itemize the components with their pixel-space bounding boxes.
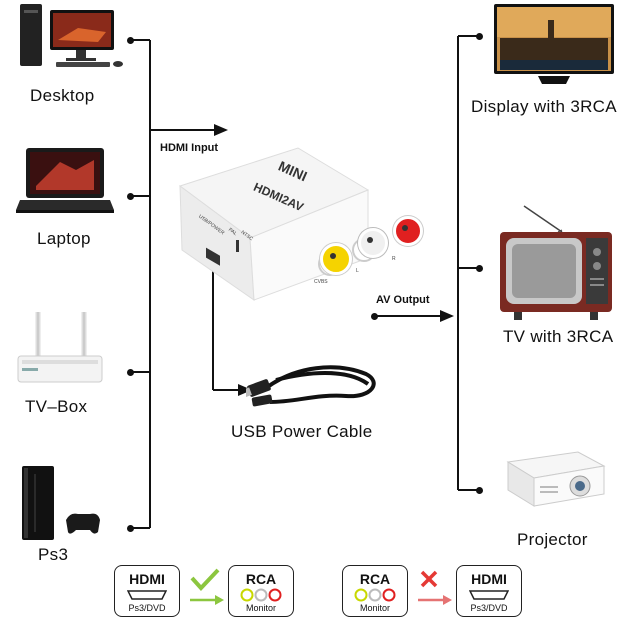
rca-ports-icon: [354, 588, 396, 602]
junction-dot: [476, 487, 483, 494]
junction-dot: [127, 193, 134, 200]
hdmi-port-icon: [469, 590, 509, 600]
legend-rca-sub-2: Monitor: [359, 603, 390, 613]
rca-pin: [330, 253, 336, 259]
rca-pin: [402, 225, 408, 231]
source-label-desktop: Desktop: [30, 86, 95, 105]
rca-yellow-jack: [320, 243, 352, 275]
port-l-label: L: [356, 268, 359, 274]
rca-white-jack: [358, 228, 388, 258]
legend-hdmi-badge-2: HDMI Ps3/DVD: [456, 565, 522, 617]
desktop-icon: [20, 4, 123, 67]
port-cvbs-label: CVBS: [314, 279, 328, 285]
legend-hdmi-sub: Ps3/DVD: [128, 603, 166, 613]
legend-rca-badge: RCA Monitor: [228, 565, 294, 617]
rca-ports-icon: [240, 588, 282, 602]
rca-red-jack: [393, 216, 423, 246]
tv-icon: [500, 205, 612, 320]
rca-pin: [367, 237, 373, 243]
usb-cable-icon: [246, 365, 376, 407]
hdmi-port-icon: [127, 590, 167, 600]
legend-hdmi-badge: HDMI Ps3/DVD: [114, 565, 180, 617]
output-label-projector: Projector: [517, 530, 588, 549]
port-r-label: R: [392, 256, 396, 262]
tv-box-icon: [17, 312, 103, 383]
display-icon: [494, 4, 614, 84]
output-label-display: Display with 3RCA: [471, 97, 617, 116]
projector-icon: [506, 451, 606, 507]
junction-dot: [371, 313, 378, 320]
junction-dot: [476, 265, 483, 272]
legend-hdmi-text: HDMI: [129, 571, 165, 587]
output-label-tv: TV with 3RCA: [503, 327, 614, 346]
check-arrow-icon: [190, 568, 224, 605]
laptop-icon: [16, 148, 114, 213]
ps3-icon: [22, 466, 100, 540]
cross-arrow-icon: [418, 570, 452, 605]
junction-dot: [127, 37, 134, 44]
legend-rca-text-2: RCA: [359, 571, 391, 587]
source-label-ps3: Ps3: [38, 545, 69, 564]
junction-dot: [476, 33, 483, 40]
legend-hdmi-text-2: HDMI: [471, 571, 507, 587]
source-label-laptop: Laptop: [37, 229, 91, 248]
legend-rca-badge-2: RCA Monitor: [342, 565, 408, 617]
legend-rca-sub: Monitor: [245, 603, 276, 613]
hdmi-input-label: HDMI Input: [160, 142, 219, 154]
junction-dot: [127, 369, 134, 376]
legend-rca-text: RCA: [245, 571, 277, 587]
av-output-label: AV Output: [376, 294, 430, 306]
source-label-tv-box: TV–Box: [25, 397, 88, 416]
legend-hdmi-sub-2: Ps3/DVD: [470, 603, 508, 613]
junction-dot: [127, 525, 134, 532]
usb-cable-label: USB Power Cable: [231, 422, 373, 441]
